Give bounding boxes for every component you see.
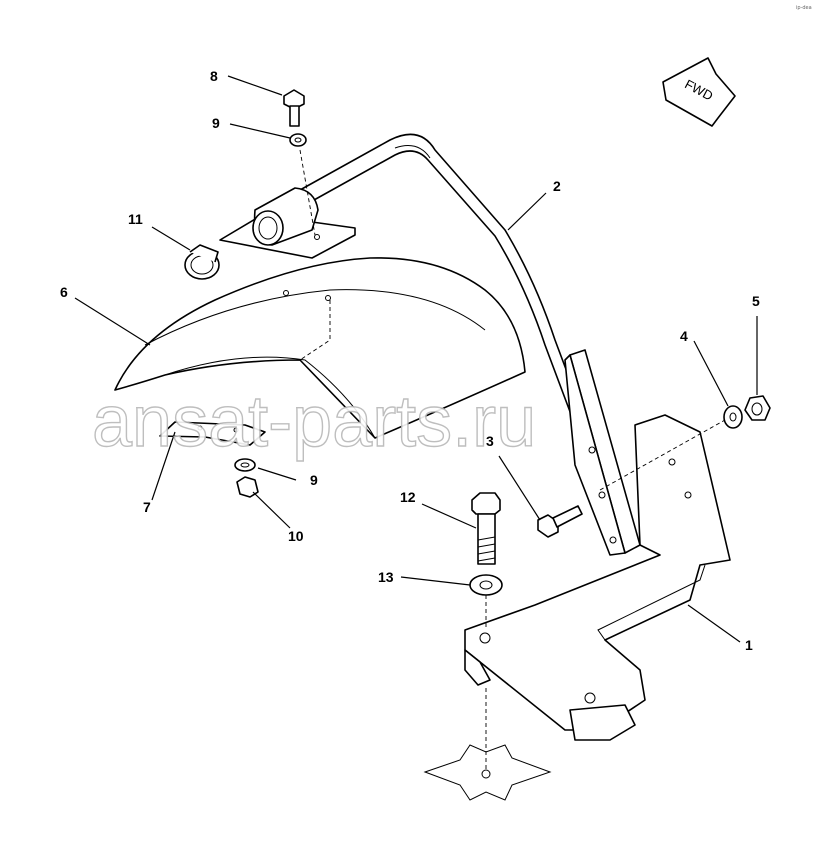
callout-7: 7 bbox=[143, 499, 151, 515]
part-13-washer bbox=[469, 574, 503, 596]
callout-3: 3 bbox=[486, 433, 494, 449]
part-9-washer-top bbox=[289, 133, 307, 147]
watermark: ansat-parts.ru bbox=[92, 382, 536, 462]
tube-mount-bracket bbox=[219, 187, 356, 259]
callout-5: 5 bbox=[752, 293, 760, 309]
callout-1: 1 bbox=[745, 637, 753, 653]
callout-8: 8 bbox=[210, 68, 218, 84]
part-4-washer bbox=[723, 405, 743, 429]
callout-6: 6 bbox=[60, 284, 68, 300]
callout-11: 11 bbox=[128, 211, 143, 227]
part-2-flange bbox=[564, 349, 641, 556]
part-5-nut bbox=[744, 395, 771, 421]
part-7-bracket bbox=[159, 421, 266, 446]
callout-2: 2 bbox=[553, 178, 561, 194]
callout-13: 13 bbox=[378, 569, 394, 585]
part-10-nut bbox=[236, 476, 259, 498]
callout-4: 4 bbox=[680, 328, 688, 344]
callout-12: 12 bbox=[400, 489, 416, 505]
corner-mark: ip-dea bbox=[796, 5, 812, 11]
part-8-bolt bbox=[283, 89, 305, 127]
callout-9-bottom: 9 bbox=[310, 472, 318, 488]
part-3-bolt bbox=[537, 505, 583, 538]
part-1-base-bracket bbox=[464, 414, 731, 741]
part-9-washer-bottom bbox=[234, 458, 256, 472]
callout-9-top: 9 bbox=[212, 115, 220, 131]
ground-symbol bbox=[423, 744, 552, 801]
leader-lines bbox=[74, 75, 758, 643]
part-6-fender bbox=[114, 257, 526, 439]
fwd-arrow: FWD bbox=[662, 57, 736, 127]
callout-10: 10 bbox=[288, 528, 304, 544]
part-12-bolt bbox=[471, 492, 501, 565]
part-11-plug bbox=[184, 244, 220, 280]
